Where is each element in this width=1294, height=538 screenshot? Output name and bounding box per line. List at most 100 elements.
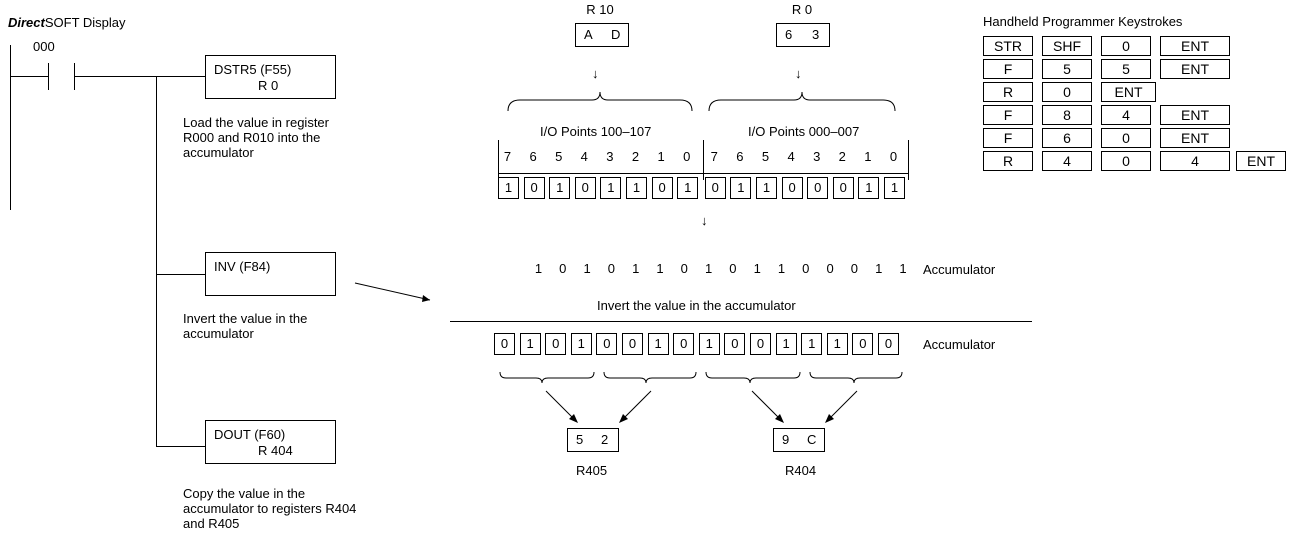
r405-register-box: 5 2	[567, 428, 619, 452]
accumulator-before-bit: 1	[534, 261, 543, 276]
io-bit-cell: 0	[807, 177, 829, 199]
io-bit-cell: 1	[626, 177, 647, 199]
desc2-line2: accumulator	[183, 326, 254, 341]
dstr5-operand: R 0	[258, 78, 279, 93]
accumulator-after-cell: 1	[519, 333, 541, 355]
brace-b1	[499, 371, 595, 384]
keystroke-key: F	[983, 128, 1033, 148]
io-bit-number: 1	[864, 149, 872, 164]
keystroke-key: ENT	[1160, 59, 1230, 79]
r0-digit-2: 3	[812, 27, 820, 42]
desc2-line1: Invert the value in the	[183, 311, 308, 326]
accumulator-after-cell: 0	[852, 333, 874, 355]
io-bit-number: 3	[813, 149, 821, 164]
r10-down-arrow: ↓	[592, 66, 599, 81]
keystroke-key: 4	[1160, 151, 1230, 171]
brace-left-top	[507, 91, 693, 112]
keystroke-key: 0	[1101, 128, 1151, 148]
io-grid-divider	[703, 140, 704, 180]
keystroke-key: 6	[1042, 128, 1092, 148]
keystroke-key: 4	[1042, 151, 1092, 171]
io-bit-number: 4	[787, 149, 795, 164]
r405-digit-1: 5	[576, 432, 584, 447]
accumulator-after-cell: 0	[673, 333, 695, 355]
directsoft-title-rest: SOFT Display	[44, 15, 126, 30]
io-bit-cell: 1	[600, 177, 622, 199]
dout-instruction-box: DOUT (F60) R 404	[205, 420, 336, 464]
r10-label: R 10	[586, 2, 614, 17]
io-bit-cell: 1	[498, 177, 519, 199]
accumulator-before-bit: 1	[583, 261, 591, 276]
io-bit-cell: 1	[549, 177, 571, 199]
accumulator-after-cell: 0	[878, 333, 899, 355]
io-bit-number: 2	[631, 149, 640, 164]
io-bit-cell: 0	[781, 177, 803, 199]
desc3-line1: Copy the value in the	[183, 486, 306, 501]
dstr5-instruction-box: DSTR5 (F55) R 0	[205, 55, 336, 99]
accumulator-before-bit: 0	[607, 261, 615, 276]
io-bit-number: 3	[606, 149, 614, 164]
io-bit-cell: 1	[858, 177, 880, 199]
accumulator-after-cell: 0	[494, 333, 515, 355]
brace-b3	[705, 371, 801, 384]
io-bit-cell: 1	[730, 177, 752, 199]
keystroke-key: ENT	[1160, 128, 1230, 148]
r0-label: R 0	[791, 2, 813, 17]
inv-pointer-arrowhead	[422, 295, 430, 302]
io-bit-number: 6	[736, 149, 744, 164]
keystroke-key: 5	[1042, 59, 1092, 79]
io-grid-left-edge	[498, 140, 499, 180]
accumulator-before-bit: 0	[850, 261, 858, 276]
accumulator-before-bit: 1	[753, 261, 761, 276]
io-grid-hline	[498, 173, 909, 174]
io-bit-cell: 1	[756, 177, 777, 199]
r0-register-box: 6 3	[776, 23, 830, 47]
accumulator-after-cell: 1	[801, 333, 823, 355]
accumulator-before-bit: 0	[826, 261, 834, 276]
io-grid-right-edge	[908, 140, 909, 180]
keystroke-key: ENT	[1236, 151, 1286, 171]
io-bit-cell: 0	[523, 177, 545, 199]
r405-digit-2: 2	[601, 432, 609, 447]
keystroke-key: R	[983, 82, 1033, 102]
directsoft-title-bold: Direct	[8, 15, 45, 30]
io-bit-number: 1	[657, 149, 665, 164]
keystroke-key: ENT	[1160, 105, 1230, 125]
keystroke-key: ENT	[1101, 82, 1156, 102]
accumulator-before-bit: 1	[777, 261, 786, 276]
accumulator-after-cell: 0	[622, 333, 643, 355]
accumulator-after-cell: 1	[775, 333, 797, 355]
dout-label: DOUT (F60)	[214, 427, 286, 442]
inv-instruction-box: INV (F84)	[205, 252, 336, 296]
io-bit-number: 7	[503, 149, 512, 164]
io-bit-number: 2	[838, 149, 846, 164]
r0-down-arrow: ↓	[795, 66, 802, 81]
io-bit-cell: 0	[704, 177, 726, 199]
keystroke-key: 0	[1101, 151, 1151, 171]
accumulator-after-cell: 0	[545, 333, 567, 355]
desc1-line3: accumulator	[183, 145, 254, 160]
io-down-arrow: ↓	[701, 213, 708, 228]
accumulator-before-bit: 0	[559, 261, 567, 276]
accumulator-after-cell: 1	[647, 333, 669, 355]
io-bit-cell: 1	[884, 177, 905, 199]
accumulator-after-cell: 1	[826, 333, 848, 355]
accumulator-before-bit: 0	[680, 261, 688, 276]
keystroke-key: 0	[1042, 82, 1092, 102]
io-bit-number: 0	[889, 149, 898, 164]
accumulator-after-cell: 1	[698, 333, 720, 355]
io-bit-number: 5	[555, 149, 563, 164]
io-bit-number: 0	[683, 149, 691, 164]
accumulator-before-bit: 0	[802, 261, 810, 276]
accumulator-after-cell: 0	[750, 333, 771, 355]
desc3-line3: and R405	[183, 516, 240, 531]
inv-label: INV (F84)	[214, 259, 271, 274]
accumulator-before-bit: 1	[632, 261, 640, 276]
accumulator-before-bit: 1	[656, 261, 664, 276]
r10-digit-2: D	[611, 27, 621, 42]
io-bit-cell: 1	[677, 177, 699, 199]
